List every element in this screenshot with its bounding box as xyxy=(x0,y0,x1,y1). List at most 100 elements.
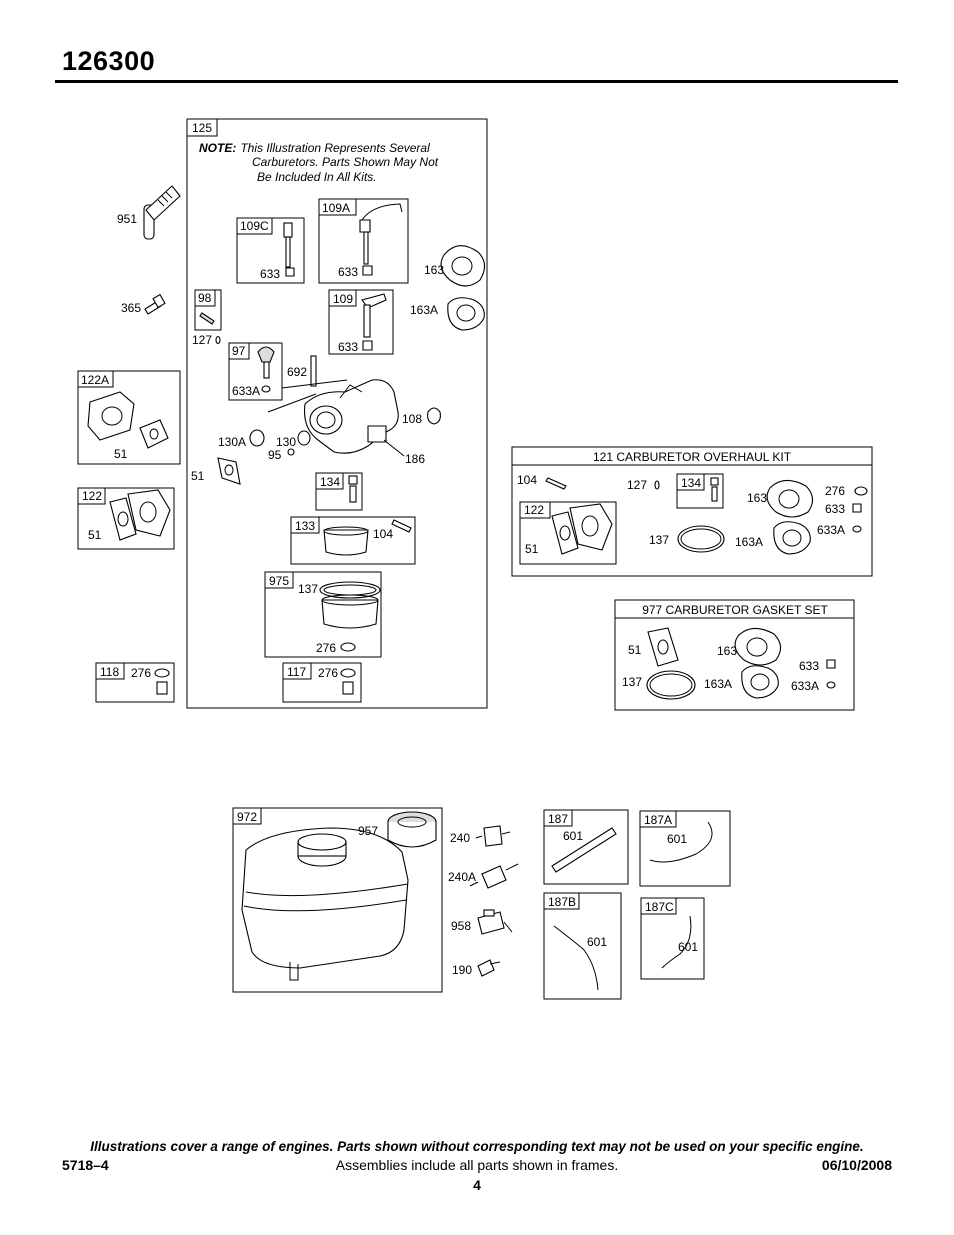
label-187a: 187A xyxy=(644,813,672,827)
label-118: 118 xyxy=(100,665,119,679)
seat-633-c xyxy=(362,340,373,351)
set-label-163: 163 xyxy=(717,644,737,658)
label-125: 125 xyxy=(192,121,212,135)
frame-122a-tag xyxy=(77,370,114,388)
label-951: 951 xyxy=(117,212,137,226)
kit-gasket-137 xyxy=(677,525,725,553)
label-127: 127 xyxy=(192,333,212,347)
label-163: 163 xyxy=(424,263,444,277)
label-972: 972 xyxy=(237,810,257,824)
kit-label-127: 127 xyxy=(627,478,647,492)
label-95: 95 xyxy=(268,448,282,462)
label-98: 98 xyxy=(198,291,212,305)
frame-187a xyxy=(639,810,731,887)
label-975: 975 xyxy=(269,574,289,588)
label-122a: 122A xyxy=(81,373,109,387)
footer-doc-number: 5718–4 xyxy=(62,1157,109,1173)
shaft-130a xyxy=(249,429,265,447)
kit-pin-104 xyxy=(545,477,567,490)
frame-118-tag xyxy=(95,662,125,680)
label-957: 957 xyxy=(358,824,378,838)
seat-633a xyxy=(261,385,271,393)
frame-109a-tag xyxy=(318,198,357,216)
label-958: 958 xyxy=(451,919,471,933)
kit-washer-276 xyxy=(854,486,868,496)
label-108: 108 xyxy=(402,412,422,426)
kit-seat-633 xyxy=(852,503,862,513)
kit-gasket-137-inner xyxy=(680,528,722,550)
label-134: 134 xyxy=(320,475,340,489)
kit-frame-134-tag xyxy=(676,473,705,491)
gasket-163 xyxy=(440,245,486,287)
label-109a: 109A xyxy=(322,201,350,215)
set-seat-633 xyxy=(826,659,836,669)
choke-lever-951 xyxy=(143,185,181,240)
kit-label-122: 122 xyxy=(524,503,544,517)
kit-frame-122-tag xyxy=(519,501,551,519)
bowl-gasket-137 xyxy=(319,581,381,629)
gasket-108 xyxy=(427,407,441,425)
label-601-b: 601 xyxy=(667,832,687,846)
label-633-b: 633 xyxy=(338,265,358,279)
kit-jet-134-head xyxy=(710,477,719,486)
label-601-d: 601 xyxy=(678,940,698,954)
label-130a: 130A xyxy=(218,435,246,449)
label-633a: 633A xyxy=(232,384,260,398)
screw-95 xyxy=(287,448,295,456)
pin-104 xyxy=(391,519,412,533)
note-line-2: Carburetors. Parts Shown May Not xyxy=(252,155,439,169)
label-137: 137 xyxy=(298,582,318,596)
seat-633-a xyxy=(285,267,295,277)
frame-117-tag xyxy=(282,662,312,680)
frame-109-tag xyxy=(328,289,357,307)
shaft-130 xyxy=(297,430,311,446)
set-label-51: 51 xyxy=(628,643,642,657)
label-365: 365 xyxy=(121,301,141,315)
set-gasket-163 xyxy=(734,627,782,666)
fuel-line-187a xyxy=(649,821,713,863)
bolt-117 xyxy=(342,681,354,695)
label-240: 240 xyxy=(450,831,470,845)
seat-633-b xyxy=(362,265,373,276)
label-163a: 163A xyxy=(410,303,438,317)
set-label-633: 633 xyxy=(799,659,819,673)
frame-972-tag xyxy=(232,807,262,825)
set-gasket-137-inner xyxy=(649,673,693,697)
note-text-1: This Illustration Represents Several xyxy=(240,141,430,155)
screw-365 xyxy=(144,293,166,315)
gasket-51-b-hole xyxy=(224,464,234,476)
label-276-b: 276 xyxy=(131,666,151,680)
frame-97-tag xyxy=(228,342,250,360)
kit-label-137: 137 xyxy=(649,533,669,547)
frame-122-tag xyxy=(77,487,106,505)
washer-276-c xyxy=(340,668,356,678)
gasket-51-b xyxy=(217,457,241,485)
kit-121-title: 121 CARBURETOR OVERHAUL KIT xyxy=(593,450,792,464)
filter-240 xyxy=(475,825,511,847)
frame-97 xyxy=(228,342,283,401)
footer-date: 06/10/2008 xyxy=(821,1157,892,1173)
label-130: 130 xyxy=(276,435,296,449)
label-109c: 109C xyxy=(240,219,269,233)
kit-label-633: 633 xyxy=(825,502,845,516)
frame-98-tag xyxy=(194,289,216,307)
frame-187 xyxy=(543,809,629,885)
kit-o-ring-127 xyxy=(654,480,660,490)
washer-276-b xyxy=(154,668,170,678)
label-692: 692 xyxy=(287,365,307,379)
kit-label-163: 163 xyxy=(747,491,767,505)
fuel-cap-957 xyxy=(387,811,437,848)
label-633-a: 633 xyxy=(260,267,280,281)
kit-frame-122 xyxy=(519,501,617,565)
note-line-1: NOTE:This Illustration Represents Severa… xyxy=(199,141,430,155)
fuel-line-187b xyxy=(553,925,599,991)
float-needle-109c xyxy=(283,222,293,268)
label-276-c: 276 xyxy=(318,666,338,680)
gasket-set-977-title: 977 CARBURETOR GASKET SET xyxy=(642,603,828,617)
footer-assembly-note: Assemblies include all parts shown in fr… xyxy=(335,1157,619,1173)
frame-187b xyxy=(543,892,622,1000)
kit-jet-134-body xyxy=(711,486,718,502)
label-187c: 187C xyxy=(645,900,674,914)
float-needle-109 xyxy=(361,293,387,338)
